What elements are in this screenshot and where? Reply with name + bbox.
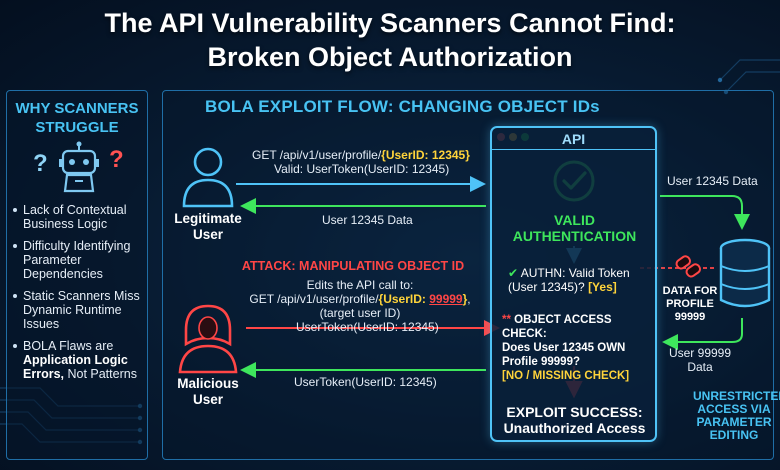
list-item: Static Scanners Miss Dynamic Runtime Iss… [13,289,147,331]
authn-line-1: AUTHN: Valid Token [520,266,630,280]
unrestricted-line-3: PARAMETER [696,415,772,429]
api-label: API [561,131,586,147]
legit-request-id: {UserID: 12345} [381,148,470,162]
legitimate-user-label: Legitimate User [163,211,253,243]
valid-auth-line-1: VALID [554,212,595,228]
profile-line-1: DATA FOR [662,285,718,297]
bullet-text-end: Not Patterns [64,367,137,381]
bullet-text: BOLA Flaws are [23,339,114,353]
db-data-top: User 12345 Data [667,174,758,188]
bullet-bold-text: Application Logic Errors, [23,353,128,381]
object-access-check: ** OBJECT ACCESS CHECK: Does User 12345 … [502,313,658,383]
exploit-line-1: EXPLOIT SUCCESS: [506,404,643,420]
attack-request-id-open: {UserID: [378,292,430,306]
unrestricted-line-1: UNRESTRICTED [693,389,780,403]
api-window: API [490,126,657,442]
authn-result: [Yes] [588,280,617,294]
left-panel-title: WHY SCANNERS STRUGGLE [7,99,147,137]
flow-title: BOLA EXPLOIT FLOW: CHANGING OBJECT IDs [205,97,600,116]
legit-label-line-2: User [192,227,224,242]
db-data-bottom: User 99999 Data [668,346,732,374]
list-item: BOLA Flaws are Application Logic Errors,… [13,339,147,381]
title-line-2: Broken Object Authorization [207,42,573,72]
legit-request-path: GET /api/v1/user/profile/ [252,148,382,162]
authn-line-2: (User 12345)? [508,280,585,294]
authn-check-mark: ✔ [508,266,519,280]
attack-request-id-value: 99999 [429,292,463,306]
page-title: The API Vulnerability Scanners Cannot Fi… [0,6,780,74]
hooded-attacker-icon [178,304,238,374]
unrestricted-access-label: UNRESTRICTED ACCESS VIA PARAMETER EDITIN… [693,389,780,442]
obj-check-line-1: OBJECT ACCESS CHECK: [502,314,612,340]
attack-line-3: (target user ID) [319,306,401,320]
data-bottom-line-1: User 99999 [668,346,732,360]
database-icon [719,238,771,308]
data-bottom-line-2: Data [687,360,713,374]
left-title-line-1: WHY SCANNERS [15,100,139,117]
user-icon [182,147,234,208]
obj-check-marker: ** [502,314,511,326]
obj-check-line-2: Does User 12345 OWN [502,342,626,354]
svg-text:?: ? [109,146,124,173]
profile-line-3: 99999 [674,311,706,323]
confused-robot-icon: ? ? [33,141,124,193]
profile-line-2: PROFILE [666,298,714,310]
svg-text:?: ? [33,150,48,177]
list-item: Difficulty Identifying Parameter Depende… [13,239,147,281]
malicious-response-text: UserToken(UserID: 12345) [294,375,437,389]
legit-response-text: User 12345 Data [322,213,413,227]
api-titlebar: API [492,128,655,150]
left-title-line-2: STRUGGLE [35,119,119,136]
malicious-user-label: Malicious User [163,376,253,408]
exploit-line-2: Unauthorized Access [503,420,646,436]
list-item: Lack of Contextual Business Logic [13,203,147,231]
attack-request-text: Edits the API call to: GET /api/v1/user/… [230,278,490,320]
valid-authentication-label: VALID AUTHENTICATION [492,212,657,244]
obj-check-result: [NO / MISSING CHECK] [502,370,630,382]
title-line-1: The API Vulnerability Scanners Cannot Fi… [104,8,676,38]
legit-request-token: Valid: UserToken(UserID: 12345) [274,162,450,176]
unrestricted-line-4: EDITING [709,428,759,442]
attack-line-1: Edits the API call to: [306,278,414,292]
attack-request-id-close: } [462,292,468,306]
valid-auth-line-2: AUTHENTICATION [512,228,637,244]
attack-request-path: GET /api/v1/user/profile/ [249,292,379,306]
authn-check: ✔ AUTHN: Valid Token (User 12345)? [Yes] [508,266,654,294]
attack-title: ATTACK: MANIPULATING OBJECT ID [241,259,465,273]
broken-link-icon [675,255,702,278]
why-scanners-struggle-panel: WHY SCANNERS STRUGGLE ? ? Lack of Contex… [6,90,148,460]
malicious-label-line-1: Malicious [177,376,239,391]
scanner-reasons-list: Lack of Contextual Business Logic Diffic… [13,203,147,389]
attack-request-suffix: , [467,292,471,306]
exploit-success-label: EXPLOIT SUCCESS: Unauthorized Access [492,404,657,436]
malicious-label-line-2: User [192,392,224,407]
bola-exploit-flow-panel [162,90,774,460]
legit-label-line-1: Legitimate [174,211,242,226]
legit-request-text: GET /api/v1/user/profile/{UserID: 12345}… [252,148,492,176]
data-for-profile-label: DATA FOR PROFILE 99999 [660,285,720,324]
obj-check-line-3: Profile 99999? [502,356,580,368]
unrestricted-line-2: ACCESS VIA [697,402,771,416]
attack-token-text: UserToken(UserID: 12345) [296,320,439,334]
